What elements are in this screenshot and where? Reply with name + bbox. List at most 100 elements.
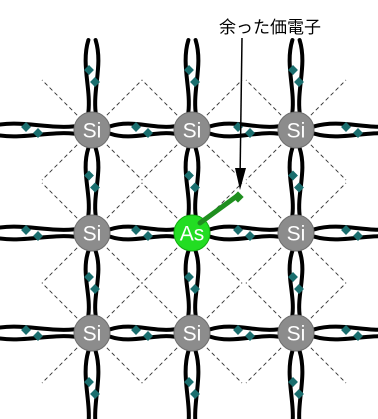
dashed-bond-line <box>41 282 93 334</box>
dashed-bond-line <box>191 129 243 181</box>
bond-line <box>297 249 305 317</box>
dashed-bond-line <box>141 282 193 334</box>
bond-line <box>287 146 295 217</box>
dashed-bond-line <box>295 182 347 234</box>
valence-electron <box>190 284 200 294</box>
bond-line <box>287 38 295 114</box>
bond-line <box>183 249 191 317</box>
bond-line <box>108 224 176 232</box>
dashed-bond-line <box>191 332 243 384</box>
dashed-bond-line <box>245 282 297 334</box>
dashed-bond-line <box>245 232 297 284</box>
bond-line <box>208 121 280 129</box>
bond-line <box>297 349 305 419</box>
bond-line <box>312 234 378 242</box>
dashed-bond-line <box>41 79 93 131</box>
dashed-bond-line <box>295 79 347 131</box>
valence-electron <box>143 231 153 241</box>
valence-electron <box>294 389 304 399</box>
dashed-bond-line <box>91 282 143 334</box>
valence-electron <box>143 128 153 138</box>
bond-line <box>312 121 378 129</box>
bond-line <box>208 234 280 242</box>
dashed-bond-line <box>295 282 347 334</box>
bond-line <box>93 146 101 217</box>
dashed-bond-line <box>141 182 193 234</box>
atom-symbol: As <box>180 223 205 246</box>
valence-electron <box>131 325 141 335</box>
dashed-bond-line <box>41 232 93 284</box>
bond-line <box>108 334 176 342</box>
atom-circle <box>73 111 111 149</box>
bond-line <box>183 349 191 419</box>
atom-circle <box>73 314 111 352</box>
valence-electron <box>245 331 255 341</box>
atom-symbol: Si <box>183 120 202 143</box>
bond-line <box>108 121 176 129</box>
dashed-bond-line <box>191 232 243 284</box>
bond-line <box>0 121 76 129</box>
atom-circle <box>173 111 211 149</box>
bond-line <box>287 349 295 419</box>
bond-line <box>312 334 378 342</box>
dashed-bond-line <box>91 129 143 181</box>
bond-line <box>0 224 76 232</box>
dashed-bond-line <box>245 79 297 131</box>
valence-electron <box>341 225 351 235</box>
valence-electron <box>294 284 304 294</box>
valence-electron <box>33 128 43 138</box>
dashed-bond-line <box>245 182 297 234</box>
bond-line <box>312 324 378 332</box>
valence-electron <box>233 225 243 235</box>
bond-line <box>193 146 201 217</box>
valence-electron <box>184 170 194 181</box>
bond-line <box>208 131 280 139</box>
bond-line <box>0 234 76 242</box>
dashed-bond-line <box>41 182 93 234</box>
bond-line <box>297 146 305 217</box>
bond-line <box>0 324 76 332</box>
bond-line <box>193 249 201 317</box>
valence-electron <box>294 182 304 193</box>
valence-electron <box>353 128 363 138</box>
bond-line <box>193 349 201 419</box>
bond-line <box>93 349 101 419</box>
valence-electron <box>143 331 153 341</box>
silicon-atom: Si <box>277 214 315 252</box>
valence-electron <box>353 331 363 341</box>
atom-circle <box>277 214 315 252</box>
bond-line <box>108 324 176 332</box>
bond-line <box>208 324 280 332</box>
atom-circle <box>73 214 111 252</box>
valence-electron <box>90 182 100 193</box>
bond-line <box>183 38 191 114</box>
dashed-bond-line <box>295 232 347 284</box>
valence-electron <box>184 272 194 282</box>
covalent-bond-lines <box>0 38 378 419</box>
valence-electron <box>33 231 43 241</box>
bond-line <box>108 234 176 242</box>
bond-line <box>93 249 101 317</box>
valence-electron <box>184 377 194 387</box>
bond-line <box>193 38 201 114</box>
dashed-bond-line <box>91 79 143 131</box>
dashed-bond-line <box>91 332 143 384</box>
dashed-bond-line <box>141 129 193 181</box>
bond-line <box>287 249 295 317</box>
valence-electron <box>288 170 298 181</box>
valence-electron <box>341 325 351 335</box>
silicon-atom: Si <box>277 111 315 149</box>
valence-electron <box>84 65 94 75</box>
bond-line <box>93 38 101 114</box>
extra-electron-label: 余った価電子 <box>219 18 321 38</box>
dashed-bond-network <box>41 79 347 384</box>
valence-electron <box>131 225 141 235</box>
valence-electron <box>288 377 298 387</box>
atom-symbol: Si <box>183 323 202 346</box>
bond-line <box>183 146 191 217</box>
bond-line <box>0 131 76 139</box>
dashed-bond-line <box>295 129 347 181</box>
bond-line <box>83 146 91 217</box>
silicon-atom: Si <box>173 111 211 149</box>
